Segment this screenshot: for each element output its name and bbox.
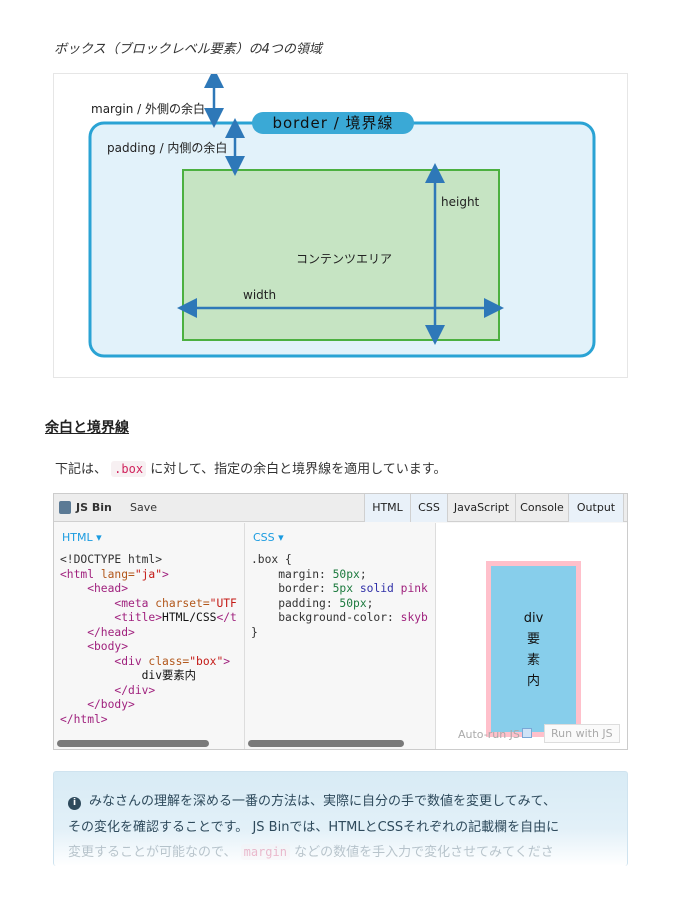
content-area-label: コンテンツエリア xyxy=(296,252,393,266)
tab-html[interactable]: HTML xyxy=(364,494,410,522)
tab-console[interactable]: Console xyxy=(515,494,568,522)
code-token: "UTF xyxy=(209,596,237,610)
width-label: width xyxy=(243,288,277,302)
css-scrollbar[interactable] xyxy=(248,740,404,747)
autorun-checkbox[interactable] xyxy=(522,728,532,738)
jsbin-logo[interactable]: JS Bin xyxy=(76,501,112,514)
code-token: </head> xyxy=(60,625,135,639)
preview-char: 内 xyxy=(526,674,540,689)
info-line-1: みなさんの理解を深める一番の方法は、実際に自分の手で数値を変更してみて、 xyxy=(89,794,556,809)
info-box: i みなさんの理解を深める一番の方法は、実際に自分の手で数値を変更してみて、 その… xyxy=(53,771,628,866)
css-value: solid xyxy=(359,582,401,595)
code-token: div要素内 xyxy=(60,669,196,682)
css-panel-label[interactable]: CSS ▾ xyxy=(253,531,284,544)
css-line: .box { xyxy=(251,553,292,566)
code-token: "ja" xyxy=(134,567,163,581)
css-value: pink xyxy=(400,582,428,595)
css-code-editor[interactable]: .box { margin: 50px; border: 5px solid p… xyxy=(251,553,428,639)
diagram-shapes xyxy=(88,74,596,358)
preview-text: div 要素内 xyxy=(491,608,576,692)
css-prop: background-color: xyxy=(251,611,401,624)
html-code-line: <div class="box"> xyxy=(60,655,237,670)
html-code-line: <title>HTML/CSS</t xyxy=(60,611,237,626)
intro-before: 下記は、 xyxy=(55,462,108,477)
css-value: skyb xyxy=(400,611,428,624)
tab-javascript[interactable]: JavaScript xyxy=(447,494,515,522)
code-token: </div> xyxy=(60,683,156,697)
html-code-line: <meta charset="UTF xyxy=(60,596,237,612)
css-prop: margin: xyxy=(251,567,333,581)
save-button[interactable]: Save xyxy=(130,501,158,514)
preview-char: 素 xyxy=(526,653,540,668)
info-line-3a: 変更することが可能なので、 xyxy=(68,845,237,860)
html-code-editor[interactable]: <!DOCTYPE html><html lang="ja"> <head> <… xyxy=(60,553,237,727)
run-with-js-button[interactable]: Run with JS xyxy=(544,724,620,743)
html-code-line: </div> xyxy=(60,684,237,699)
html-code-line: </html> xyxy=(60,713,237,728)
tab-output[interactable]: Output xyxy=(568,494,624,522)
autorun-label: Auto-run JS xyxy=(458,728,520,741)
jsbin-logo-icon xyxy=(59,501,71,514)
html-code-line: <head> xyxy=(60,582,237,597)
code-token: > xyxy=(223,654,231,668)
intro-after: に対して、指定の余白と境界線を適用しています。 xyxy=(150,462,447,477)
html-code-line: </body> xyxy=(60,698,237,713)
css-prop: padding: xyxy=(251,596,340,610)
code-token: charset= xyxy=(155,596,210,610)
height-label: height xyxy=(441,195,480,209)
box-model-diagram: border / 境界線 margin / 外側の余白 padding / 内側… xyxy=(53,73,628,378)
code-token: </t xyxy=(216,611,237,624)
code-token: <html xyxy=(60,567,101,581)
code-token: class= xyxy=(148,654,190,668)
info-line-3b: などの数値を手入力で変化させてみてくださ xyxy=(294,845,554,860)
inline-code: margin xyxy=(240,844,290,860)
jsbin-embed: JS Bin Save HTML CSS JavaScript Console … xyxy=(53,493,628,750)
border-label: border / 境界線 xyxy=(252,112,414,134)
css-value: 50px xyxy=(332,567,360,581)
code-token: <title> xyxy=(60,611,163,624)
css-value: 5px xyxy=(332,582,360,595)
css-prop: border: xyxy=(251,582,333,595)
code-token: lang= xyxy=(100,567,135,581)
css-value: 50px xyxy=(339,596,367,610)
css-panel[interactable]: CSS ▾ .box { margin: 50px; border: 5px s… xyxy=(245,523,436,749)
output-panel: div 要素内 Auto-run JS Run with JS xyxy=(436,523,627,749)
html-code-line: <body> xyxy=(60,640,237,655)
info-line-2: その変化を確認することです。 JS Binでは、HTMLとCSSそれぞれの記載欄… xyxy=(68,820,560,835)
code-token: <meta xyxy=(60,596,156,610)
html-panel-label[interactable]: HTML ▾ xyxy=(62,531,102,544)
info-icon: i xyxy=(68,797,81,810)
inline-code: .box xyxy=(111,461,147,477)
css-line: } xyxy=(251,625,258,639)
html-code-line: <!DOCTYPE html> xyxy=(60,553,237,568)
jsbin-toolbar: JS Bin Save HTML CSS JavaScript Console … xyxy=(54,494,627,522)
preview-char: 要 xyxy=(526,632,540,647)
intro-text: 下記は、 .box に対して、指定の余白と境界線を適用しています。 xyxy=(55,458,446,477)
padding-label: padding / 内側の余白 xyxy=(107,141,228,155)
margin-label: margin / 外側の余白 xyxy=(91,102,205,116)
html-panel[interactable]: HTML ▾ <!DOCTYPE html><html lang="ja"> <… xyxy=(54,523,245,749)
preview-char: div xyxy=(523,611,544,626)
code-token: <!DOCTYPE html> xyxy=(60,553,163,566)
html-code-line: </head> xyxy=(60,626,237,641)
html-scrollbar[interactable] xyxy=(57,740,209,747)
code-token: </html> xyxy=(60,712,108,726)
code-token: HTML/CSS xyxy=(162,611,217,624)
code-token: > xyxy=(162,567,169,581)
html-code-line: <html lang="ja"> xyxy=(60,568,237,583)
figure-caption: ボックス（ブロックレベル要素）の4つの領域 xyxy=(54,42,322,57)
code-token: </body> xyxy=(60,698,135,711)
code-token: <head> xyxy=(60,582,129,595)
section-heading: 余白と境界線 xyxy=(45,420,129,436)
code-token: <div xyxy=(60,654,149,668)
preview-box: div 要素内 xyxy=(486,561,581,737)
tab-css[interactable]: CSS xyxy=(410,494,447,522)
code-token: "box" xyxy=(189,654,224,668)
code-token: <body> xyxy=(60,640,129,653)
html-code-line: div要素内 xyxy=(60,669,237,684)
